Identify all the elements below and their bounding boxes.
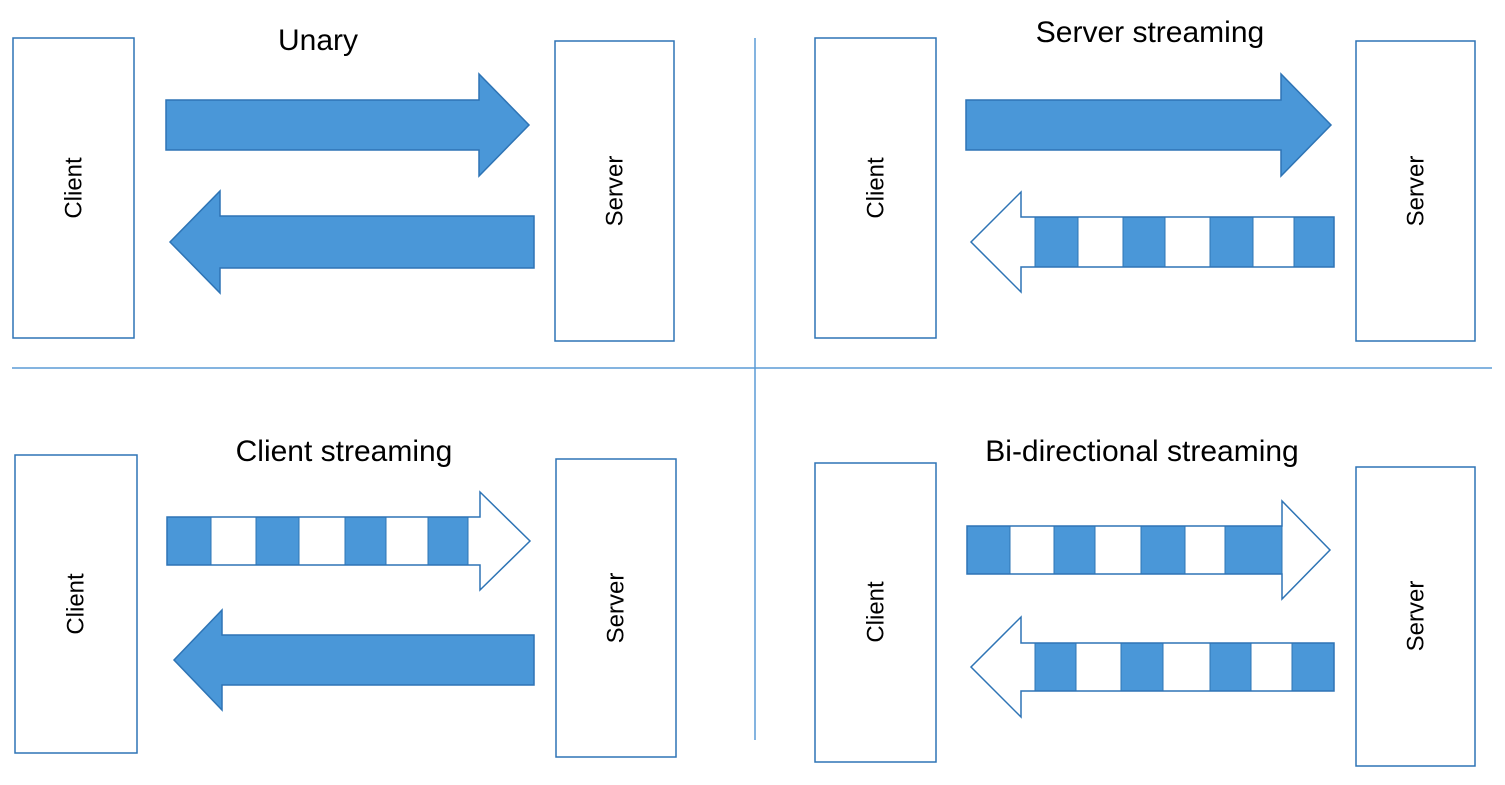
client-label: Client [63, 573, 90, 635]
server-label: Server [603, 573, 630, 644]
panel-title: Client streaming [236, 435, 453, 468]
panel-bidirectional-streaming: Bi-directional streaming Client Server [814, 435, 1476, 767]
stream-segment-empty [210, 516, 257, 566]
arrow-shape [165, 72, 531, 178]
request-arrow [165, 72, 531, 178]
panel-title: Unary [278, 24, 358, 57]
stream-segment-filled [1224, 525, 1283, 575]
response-stream-arrow [969, 190, 1335, 294]
server-box [1355, 466, 1476, 767]
server-label: Server [1403, 156, 1430, 227]
stream-segment-empty [1250, 642, 1293, 692]
stream-segment-empty [298, 516, 346, 566]
client-box [14, 454, 138, 754]
stream-arrow-outline [166, 490, 532, 592]
stream-segment-filled [1291, 642, 1335, 692]
stream-arrow-outline [969, 615, 1335, 719]
stream-arrow-outline [969, 190, 1335, 294]
stream-segment-filled [344, 516, 387, 566]
request-stream-arrow [166, 490, 532, 592]
response-arrow [168, 189, 535, 295]
client-box [12, 37, 135, 339]
stream-segment-filled [1293, 216, 1335, 268]
stream-segment-filled [966, 525, 1011, 575]
client-box [814, 462, 937, 763]
stream-segment-filled [1122, 216, 1166, 268]
stream-segment-filled [1209, 642, 1252, 692]
stream-segment-filled [166, 516, 212, 566]
arrow-shape [172, 608, 535, 712]
request-arrow [965, 72, 1333, 178]
stream-segment-empty [1077, 216, 1124, 268]
request-stream-arrow [966, 499, 1332, 601]
server-box [1355, 40, 1476, 342]
stream-segment-filled [1140, 525, 1186, 575]
panel-unary: Unary Client Server [12, 24, 675, 342]
server-label: Server [1403, 581, 1430, 652]
stream-segment-empty [1184, 525, 1226, 575]
stream-segment-empty [1009, 525, 1055, 575]
server-box [554, 40, 675, 342]
stream-arrow-outline [966, 499, 1332, 601]
panel-server-streaming: Server streaming Client Server [814, 16, 1476, 342]
server-box [555, 458, 677, 758]
panel-title: Bi-directional streaming [985, 435, 1298, 468]
stream-segment-empty [1094, 525, 1142, 575]
stream-segment-filled [255, 516, 300, 566]
stream-segment-empty [1162, 642, 1211, 692]
stream-segment-filled [427, 516, 469, 566]
client-label: Client [61, 157, 88, 219]
panel-title: Server streaming [1036, 16, 1264, 49]
stream-segment-filled [1209, 216, 1254, 268]
stream-segment-filled [1120, 642, 1164, 692]
client-label: Client [863, 157, 890, 219]
stream-segment-empty [1075, 642, 1122, 692]
arrow-shape [965, 72, 1333, 178]
stream-segment-filled [1053, 525, 1096, 575]
server-label: Server [602, 156, 629, 227]
stream-segment-filled [1034, 642, 1077, 692]
response-stream-arrow [969, 615, 1335, 719]
stream-segment-empty [1164, 216, 1211, 268]
client-label: Client [863, 581, 890, 643]
arrow-shape [168, 189, 535, 295]
stream-segment-filled [1034, 216, 1079, 268]
client-box [814, 37, 937, 339]
panel-client-streaming: Client streaming Client Server [14, 435, 677, 758]
response-arrow [172, 608, 535, 712]
stream-segment-empty [1252, 216, 1295, 268]
stream-segment-empty [385, 516, 429, 566]
